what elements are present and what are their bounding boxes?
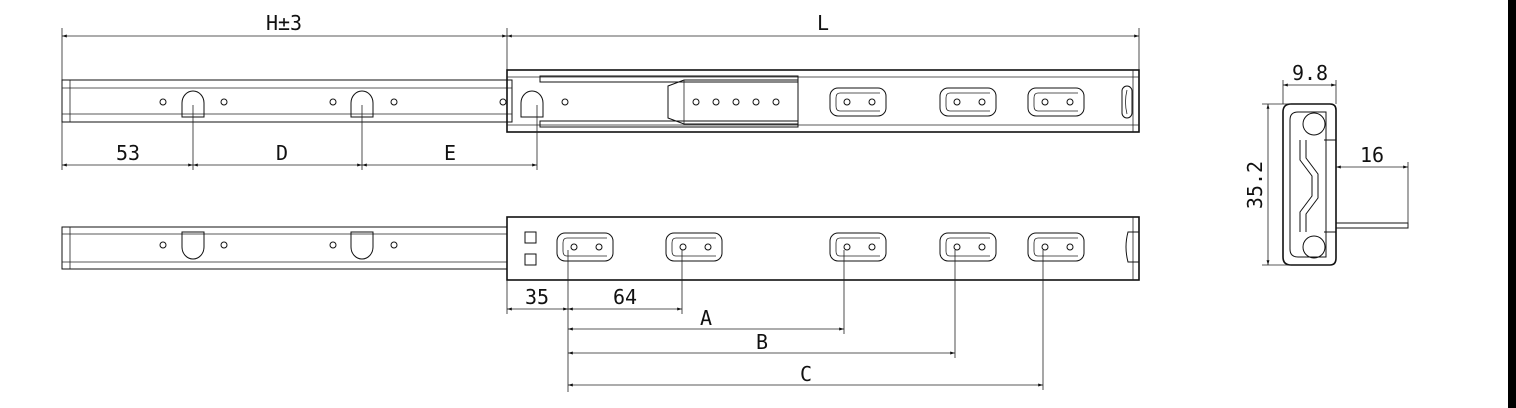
outer-member-top <box>506 69 1140 133</box>
dim-label-35: 35 <box>525 285 549 309</box>
dim-label-64: 64 <box>613 285 637 309</box>
dimension-row-hole-spacing: 53 D E <box>61 105 538 170</box>
dim-label-c: C <box>800 362 812 386</box>
dimension-l: L <box>507 11 1140 72</box>
dim-label-h: H±3 <box>266 11 302 35</box>
outer-member-bottom <box>506 216 1140 281</box>
dim-label-9-8: 9.8 <box>1292 61 1328 85</box>
dim-label-a: A <box>700 306 712 330</box>
dim-label-e: E <box>444 141 456 165</box>
dim-label-b: B <box>756 330 768 354</box>
cross-section-profile: 9.8 35.2 16 <box>1243 61 1409 266</box>
dim-label-53: 53 <box>116 141 140 165</box>
dim-label-35-2: 35.2 <box>1243 161 1267 209</box>
dimension-h: H±3 <box>61 11 508 80</box>
bottom-view-slide: 35 64 A B C <box>61 216 1140 392</box>
inner-member-top <box>61 79 569 123</box>
top-view-slide: H±3 L <box>61 11 1140 170</box>
page-edge-bar <box>1508 0 1516 408</box>
inner-member-bottom <box>61 226 508 270</box>
dimension-row-mounting: 35 64 A B C <box>506 250 1044 392</box>
dim-label-l: L <box>817 11 829 35</box>
dim-label-16: 16 <box>1360 143 1384 167</box>
dim-label-d: D <box>276 141 288 165</box>
